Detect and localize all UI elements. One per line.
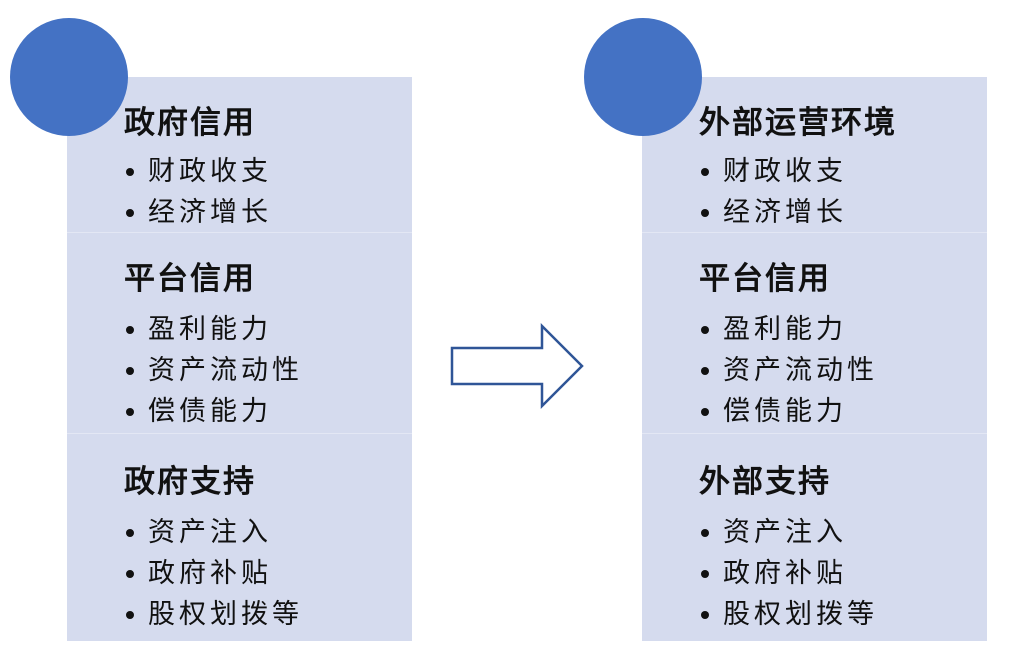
list-item: 资产流动性 — [124, 350, 303, 391]
section-heading: 政府信用 — [124, 105, 256, 141]
item-label: 财政收支 — [723, 156, 847, 187]
item-label: 经济增长 — [148, 197, 272, 228]
list-item: 政府补贴 — [699, 553, 878, 594]
bullet-icon — [701, 367, 709, 375]
item-label: 资产注入 — [148, 517, 272, 548]
item-label: 盈利能力 — [723, 314, 847, 345]
bullet-icon — [701, 326, 709, 334]
bullet-icon — [126, 408, 134, 416]
item-list: 财政收支 经济增长 — [124, 151, 272, 233]
list-item: 资产流动性 — [699, 350, 878, 391]
item-label: 盈利能力 — [148, 314, 272, 345]
right-arrow-icon — [450, 322, 584, 410]
left-section-platform-credit: 平台信用 盈利能力 资产流动性 偿债能力 — [67, 233, 412, 434]
bullet-icon — [126, 570, 134, 578]
list-item: 股权划拨等 — [699, 594, 878, 635]
bullet-icon — [126, 326, 134, 334]
bullet-icon — [126, 611, 134, 619]
list-item: 资产注入 — [124, 512, 303, 553]
bullet-icon — [126, 209, 134, 217]
list-item: 政府补贴 — [124, 553, 303, 594]
section-heading: 政府支持 — [124, 464, 256, 500]
item-list: 盈利能力 资产流动性 偿债能力 — [699, 309, 878, 432]
item-label: 政府补贴 — [148, 558, 272, 589]
section-heading: 平台信用 — [699, 261, 831, 297]
list-item: 经济增长 — [124, 192, 272, 233]
list-item: 财政收支 — [699, 151, 847, 192]
bullet-icon — [701, 570, 709, 578]
item-label: 资产流动性 — [148, 355, 303, 386]
item-label: 资产注入 — [723, 517, 847, 548]
list-item: 资产注入 — [699, 512, 878, 553]
left-circle-icon — [10, 18, 128, 136]
section-heading: 外部支持 — [699, 464, 831, 500]
left-section-government-credit: 政府信用 财政收支 经济增长 — [67, 77, 412, 233]
bullet-icon — [701, 529, 709, 537]
list-item: 盈利能力 — [124, 309, 303, 350]
bullet-icon — [701, 611, 709, 619]
item-label: 财政收支 — [148, 156, 272, 187]
section-heading: 平台信用 — [124, 261, 256, 297]
bullet-icon — [126, 367, 134, 375]
item-label: 资产流动性 — [723, 355, 878, 386]
list-item: 偿债能力 — [699, 391, 878, 432]
item-list: 盈利能力 资产流动性 偿债能力 — [124, 309, 303, 432]
bullet-icon — [701, 168, 709, 176]
section-heading: 外部运营环境 — [699, 105, 897, 141]
right-section-external-support: 外部支持 资产注入 政府补贴 股权划拨等 — [642, 434, 987, 641]
bullet-icon — [126, 529, 134, 537]
list-item: 偿债能力 — [124, 391, 303, 432]
item-label: 股权划拨等 — [723, 599, 878, 630]
item-list: 财政收支 经济增长 — [699, 151, 847, 233]
item-label: 股权划拨等 — [148, 599, 303, 630]
bullet-icon — [701, 209, 709, 217]
item-list: 资产注入 政府补贴 股权划拨等 — [124, 512, 303, 635]
bullet-icon — [126, 168, 134, 176]
right-section-external-environment: 外部运营环境 财政收支 经济增长 — [642, 77, 987, 233]
right-circle-icon — [584, 18, 702, 136]
left-section-government-support: 政府支持 资产注入 政府补贴 股权划拨等 — [67, 434, 412, 641]
item-label: 经济增长 — [723, 197, 847, 228]
list-item: 财政收支 — [124, 151, 272, 192]
right-panel: 外部运营环境 财政收支 经济增长 平台信用 盈利能力 资产流动性 偿债能力 外部… — [642, 77, 987, 641]
item-list: 资产注入 政府补贴 股权划拨等 — [699, 512, 878, 635]
item-label: 偿债能力 — [723, 396, 847, 427]
bullet-icon — [701, 408, 709, 416]
list-item: 股权划拨等 — [124, 594, 303, 635]
list-item: 经济增长 — [699, 192, 847, 233]
item-label: 政府补贴 — [723, 558, 847, 589]
right-section-platform-credit: 平台信用 盈利能力 资产流动性 偿债能力 — [642, 233, 987, 434]
left-panel: 政府信用 财政收支 经济增长 平台信用 盈利能力 资产流动性 偿债能力 政府支持… — [67, 77, 412, 641]
item-label: 偿债能力 — [148, 396, 272, 427]
list-item: 盈利能力 — [699, 309, 878, 350]
